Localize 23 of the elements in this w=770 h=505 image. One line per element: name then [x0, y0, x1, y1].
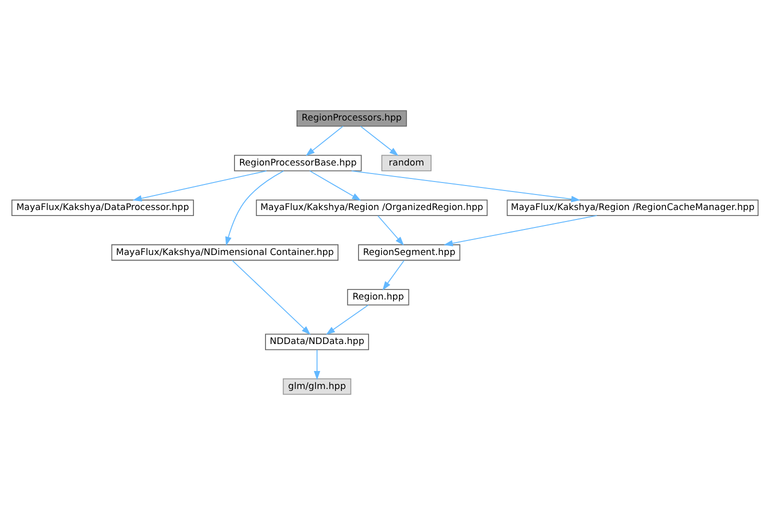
arrow [444, 215, 598, 246]
arrow [378, 215, 404, 246]
node-box: RegionProcessors.hpp [296, 110, 407, 127]
node-box: MayaFlux/Kakshya/Region /OrganizedRegion.hpp [256, 200, 488, 216]
arrow [225, 170, 284, 246]
arrow [232, 260, 311, 335]
arrow [351, 170, 580, 202]
arrow [132, 170, 267, 202]
node-box: MayaFlux/Kakshya/DataProcessor.hpp [11, 200, 194, 216]
node-box: Region.hpp [347, 289, 410, 306]
node-box: MayaFlux/Kakshya/Region /RegionCacheManager.hpp [506, 200, 759, 216]
arrow [382, 260, 404, 290]
arrow [326, 304, 369, 335]
arrow [306, 126, 344, 156]
node-box: RegionProcessorBase.hpp [234, 154, 362, 172]
arrow [309, 170, 362, 201]
node-box: random [381, 154, 432, 172]
arrow [360, 126, 399, 156]
node-box: glm/glm.hpp [282, 378, 352, 395]
node-box: NDData/NDData.hpp [265, 334, 370, 350]
node-box: RegionSegment.hpp [358, 244, 460, 261]
node-box: MayaFlux/Kakshya/NDimensional Container.hpp [111, 244, 338, 261]
arrow [314, 349, 320, 380]
